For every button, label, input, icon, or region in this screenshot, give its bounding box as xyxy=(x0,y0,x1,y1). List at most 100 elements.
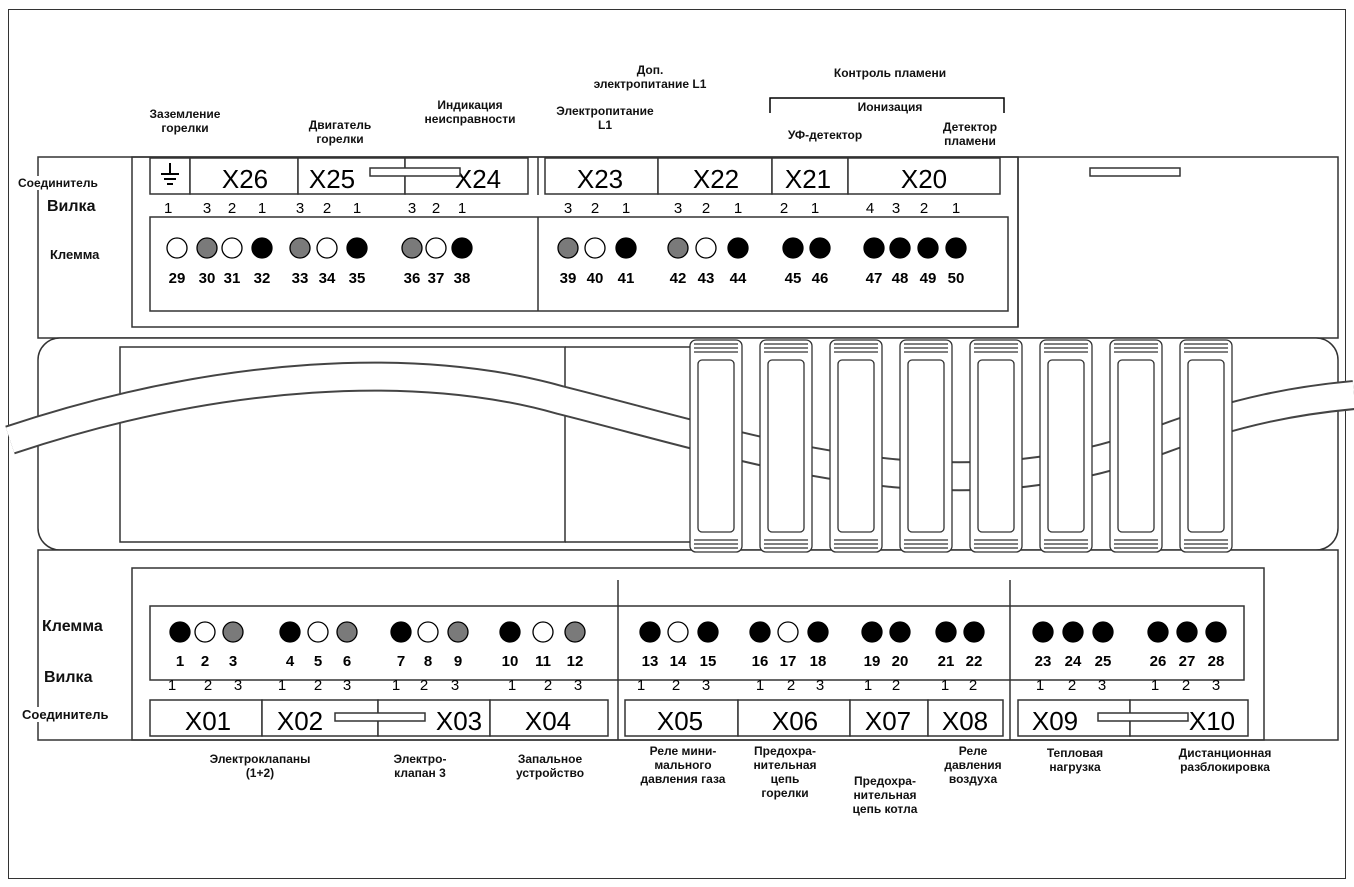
connector-x23: X23 xyxy=(544,157,659,195)
cable-clip xyxy=(1039,339,1093,553)
pin-number: 1 xyxy=(353,200,361,217)
terminal-number: 24 xyxy=(1065,653,1082,670)
connector-name: X22 xyxy=(693,164,739,194)
connector-x04: X04 xyxy=(489,699,609,737)
connector-name: X05 xyxy=(657,706,703,736)
terminal-number: 26 xyxy=(1150,653,1167,670)
terminal-label-top: Клемма xyxy=(50,247,100,262)
pin-number: 3 xyxy=(702,677,710,694)
pin-number: 1 xyxy=(458,200,466,217)
terminal-number: 27 xyxy=(1179,653,1196,670)
terminal-46: 46 xyxy=(809,237,831,287)
connector-name: X24 xyxy=(455,164,501,194)
terminal-34: 34 xyxy=(316,237,338,287)
terminal-number: 35 xyxy=(349,270,366,287)
terminal-6: 6 xyxy=(336,621,358,670)
pin-number: 1 xyxy=(392,677,400,694)
terminal-16: 16 xyxy=(749,621,771,670)
pin-number: 2 xyxy=(204,677,212,694)
terminal-13: 13 xyxy=(639,621,661,670)
pin-number: 3 xyxy=(674,200,682,217)
pin-number: 1 xyxy=(637,677,645,694)
pin-number: 2 xyxy=(420,677,428,694)
ground-symbol xyxy=(149,157,191,195)
terminal-number: 2 xyxy=(201,653,209,670)
air-relay-label: Реле давления воздуха xyxy=(944,744,1002,786)
connector-name: X26 xyxy=(222,164,268,194)
terminal-37: 37 xyxy=(425,237,447,287)
terminal-number: 18 xyxy=(810,653,827,670)
connector-name: X09 xyxy=(1032,706,1078,736)
pin-number: 1 xyxy=(756,677,764,694)
bridge xyxy=(1097,712,1189,722)
extra-power-label: Доп. электропитание L1 xyxy=(593,63,707,91)
burner-fuse-label: Предохра- нительная цепь горелки xyxy=(753,744,817,800)
terminal-number: 41 xyxy=(618,270,635,287)
pin-number: 2 xyxy=(323,200,331,217)
connector-x20: X20 xyxy=(847,157,1001,195)
terminal-35: 35 xyxy=(346,237,368,287)
terminal-number: 10 xyxy=(502,653,519,670)
connector-x07: X07 xyxy=(849,699,929,737)
terminal-number: 29 xyxy=(169,270,186,287)
motor-label: Двигатель горелки xyxy=(308,118,372,146)
uv-detector-label: УФ-детектор xyxy=(787,128,863,142)
terminal-number: 34 xyxy=(319,270,336,287)
boiler-fuse-label: Предохра- нительная цепь котла xyxy=(852,774,918,816)
pin-number: 1 xyxy=(258,200,266,217)
terminal-number: 43 xyxy=(698,270,715,287)
pin-number: 3 xyxy=(1098,677,1106,694)
connector-label-bottom: Соединитель xyxy=(20,707,111,722)
terminal-number: 37 xyxy=(428,270,445,287)
terminal-number: 22 xyxy=(966,653,983,670)
pin-number: 3 xyxy=(408,200,416,217)
terminal-36: 36 xyxy=(401,237,423,287)
connector-label-top: Соединитель xyxy=(16,176,100,190)
terminal-12: 12 xyxy=(564,621,586,670)
terminal-number: 28 xyxy=(1208,653,1225,670)
cable-clip xyxy=(829,339,883,553)
pin-number: 1 xyxy=(734,200,742,217)
terminal-number: 19 xyxy=(864,653,881,670)
terminal-number: 14 xyxy=(670,653,687,670)
terminal-32: 32 xyxy=(251,237,273,287)
terminal-number: 45 xyxy=(785,270,802,287)
connector-name: X08 xyxy=(942,706,988,736)
pin-number: 1 xyxy=(164,200,172,217)
terminal-number: 50 xyxy=(948,270,965,287)
flame-control-label: Контроль пламени xyxy=(833,66,947,80)
terminal-number: 39 xyxy=(560,270,577,287)
terminal-19: 19 xyxy=(861,621,883,670)
connector-name: X01 xyxy=(185,706,231,736)
bridge xyxy=(334,712,426,722)
terminal-number: 9 xyxy=(454,653,462,670)
connector-x26: X26 xyxy=(189,157,299,195)
terminal-number: 48 xyxy=(892,270,909,287)
cable-clip xyxy=(1179,339,1233,553)
terminal-number: 33 xyxy=(292,270,309,287)
connector-x01: X01 xyxy=(149,699,263,737)
pin-number: 3 xyxy=(203,200,211,217)
terminal-26: 26 xyxy=(1147,621,1169,670)
terminal-18: 18 xyxy=(807,621,829,670)
fault-label: Индикация неисправности xyxy=(424,98,516,126)
terminal-25: 25 xyxy=(1092,621,1114,670)
terminal-number: 3 xyxy=(229,653,237,670)
ionization-label: Ионизация xyxy=(857,100,923,114)
terminal-number: 8 xyxy=(424,653,432,670)
terminal-20: 20 xyxy=(889,621,911,670)
pin-number: 1 xyxy=(811,200,819,217)
pin-number: 2 xyxy=(1068,677,1076,694)
terminal-38: 38 xyxy=(451,237,473,287)
pin-number: 1 xyxy=(864,677,872,694)
terminal-number: 46 xyxy=(812,270,829,287)
pin-number: 2 xyxy=(892,677,900,694)
pin-number: 2 xyxy=(920,200,928,217)
terminal-number: 7 xyxy=(397,653,405,670)
terminal-label-bottom: Клемма xyxy=(42,618,103,635)
terminal-number: 15 xyxy=(700,653,717,670)
pin-number: 3 xyxy=(816,677,824,694)
connector-x21: X21 xyxy=(771,157,849,195)
connector-name: X03 xyxy=(436,706,482,736)
